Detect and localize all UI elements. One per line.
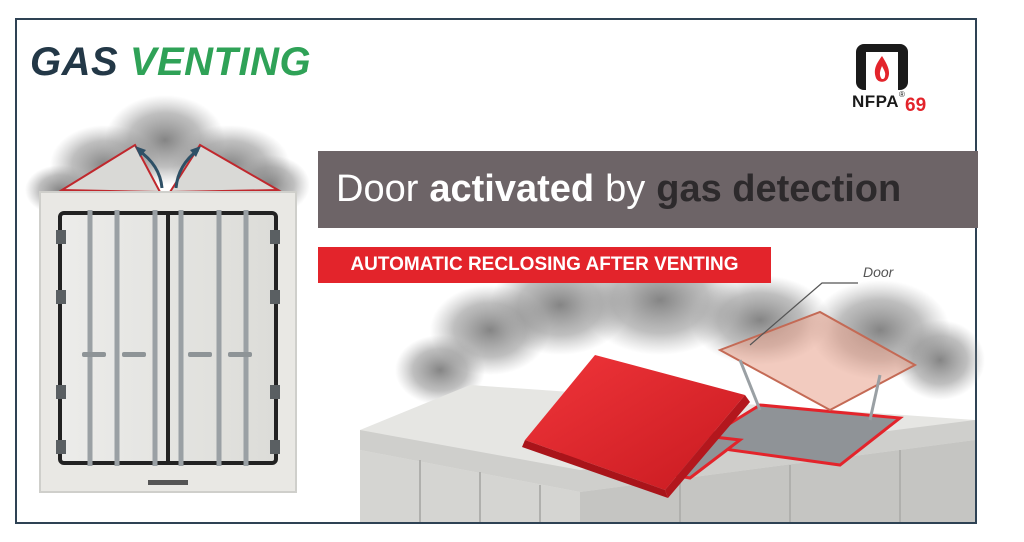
container-cabinet — [39, 191, 297, 493]
headline-activated: activated — [429, 168, 595, 210]
headline-door: Door — [336, 168, 419, 210]
vent-opening-right — [690, 403, 904, 467]
nfpa-logo: NFPA ® 69 — [852, 42, 944, 118]
roof-vents — [58, 143, 282, 194]
door-callout-line — [749, 282, 858, 346]
nfpa-flame-icon — [856, 44, 908, 92]
vent-lid-closing — [522, 355, 750, 498]
headline-gas-detection: gas detection — [656, 168, 902, 210]
registered-mark: ® — [899, 90, 905, 99]
door-callout-label: Door — [863, 264, 894, 280]
vent-lid-open — [717, 310, 918, 421]
nfpa-standard-number: 69 — [905, 95, 927, 116]
page-title: GAS VENTING — [30, 40, 311, 85]
nfpa-logo-text: NFPA — [852, 92, 900, 111]
title-word-venting: VENTING — [129, 40, 312, 84]
headline-banner: Door activated by gas detection — [318, 151, 978, 228]
headline-by: by — [605, 168, 646, 210]
title-word-gas: GAS — [30, 40, 119, 84]
tagline-banner: AUTOMATIC RECLOSING AFTER VENTING — [318, 247, 771, 283]
